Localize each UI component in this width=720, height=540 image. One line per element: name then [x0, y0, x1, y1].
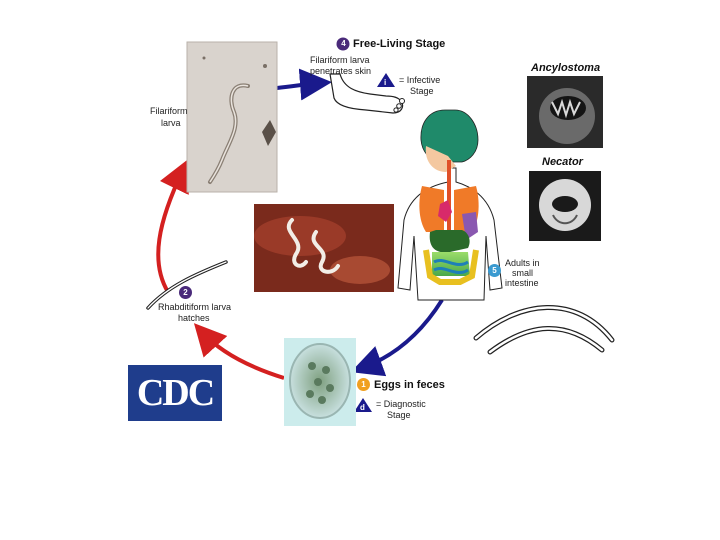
- arrow-filariform-to-skin: [276, 68, 332, 101]
- arrow-eggs-to-larva: [193, 323, 285, 380]
- adult-worms-illustration: [473, 305, 615, 355]
- stage-2-label-line-2: hatches: [178, 313, 210, 323]
- rhabditiform-larva-illustration: [146, 260, 228, 310]
- infective-stage-symbol: i: [384, 78, 387, 87]
- larvae-in-intestine-photo: [254, 204, 394, 292]
- stage-1-title: Eggs in feces: [374, 379, 445, 391]
- stage-2-label-line-1: Rhabditiform larva: [158, 302, 232, 312]
- stage-4-description-line-2: penetrates skin: [310, 66, 372, 76]
- stage-4-title: Free-Living Stage: [353, 38, 446, 50]
- stage-2-badge: 2: [179, 286, 192, 299]
- necator-photo: [529, 171, 601, 241]
- stage-5-label-line-1: Adults in: [505, 258, 540, 268]
- infective-stage-label-line-2: Stage: [410, 86, 434, 96]
- arrow-larva-to-filariform: [156, 159, 189, 294]
- stage-5-label-line-2: small: [512, 268, 534, 278]
- filariform-larva-label-line-1: Filariform: [150, 106, 188, 116]
- stage-5-badge: 5: [488, 264, 501, 277]
- cdc-logo-text: CDC: [136, 372, 215, 414]
- ancylostoma-title: Ancylostoma: [531, 62, 601, 74]
- stage-4-description-line-1: Filariform larva: [310, 55, 370, 65]
- human-body-illustration: [397, 109, 503, 301]
- stage-1-badge: 1: [357, 378, 370, 391]
- cdc-logo: CDC: [128, 365, 222, 421]
- stage-4-number: 4: [341, 39, 346, 48]
- filariform-larva-label-line-2: larva: [161, 118, 181, 128]
- arrow-adults-to-eggs: [350, 298, 444, 377]
- diagnostic-stage-label-line-2: Stage: [387, 410, 411, 420]
- human-foot-illustration: [329, 73, 405, 114]
- diagnostic-stage-label-line-1: = Diagnostic: [376, 399, 426, 409]
- infective-stage-triangle: [377, 73, 395, 87]
- stage-4-badge: [336, 37, 350, 51]
- necator-title: Necator: [542, 156, 583, 168]
- ancylostoma-photo: [527, 76, 603, 148]
- diagnostic-stage-triangle: [354, 398, 372, 412]
- egg-micrograph: [284, 338, 356, 426]
- stage-5-label-line-3: intestine: [505, 278, 539, 288]
- filariform-larva-micrograph: [186, 41, 278, 193]
- diagnostic-stage-symbol: d: [360, 403, 365, 412]
- infective-stage-label-line-1: = Infective: [399, 75, 441, 85]
